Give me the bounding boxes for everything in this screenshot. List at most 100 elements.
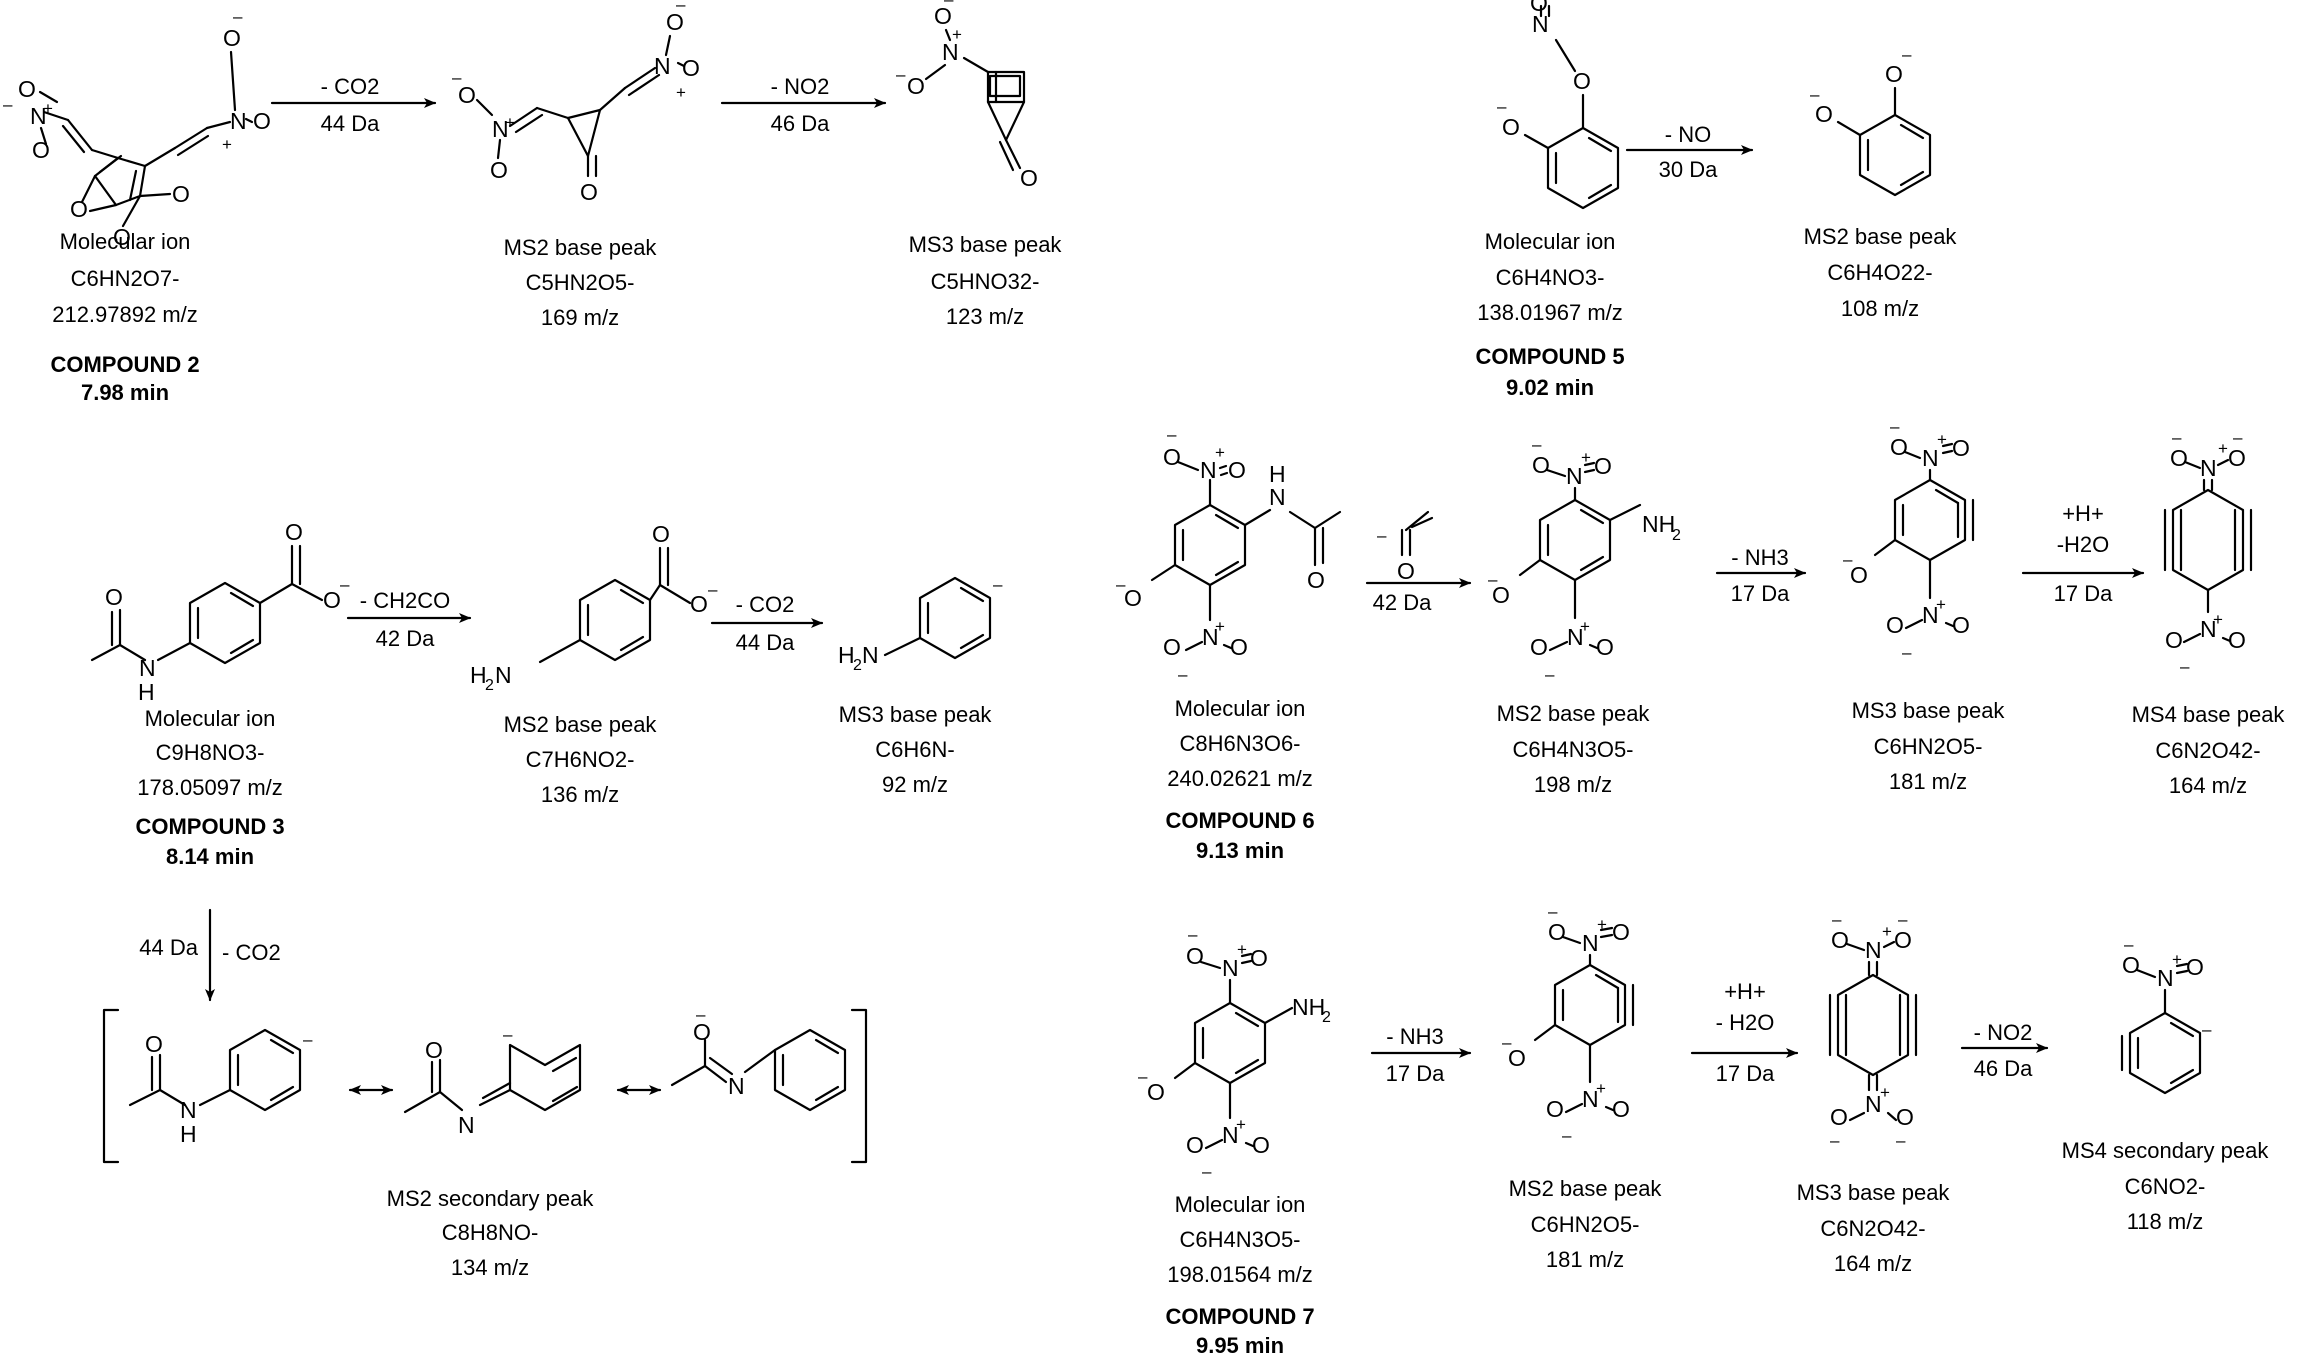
svg-text:O: O xyxy=(1124,585,1142,611)
compound7-loss1-da: 17 Da xyxy=(1386,1061,1445,1086)
compound5-ms2-mz: 108 m/z xyxy=(1841,296,1919,321)
svg-text:+: + xyxy=(676,83,686,102)
svg-text:–: – xyxy=(1898,910,1908,929)
svg-text:O: O xyxy=(666,9,684,35)
svg-text:+: + xyxy=(1581,448,1591,467)
compound7-ms2-formula: C6HN2O5- xyxy=(1531,1212,1640,1237)
compound2-loss1-da: 44 Da xyxy=(321,111,380,136)
svg-text:O: O xyxy=(682,55,700,81)
svg-text:N: N xyxy=(1202,624,1219,650)
svg-text:–: – xyxy=(1548,902,1558,921)
svg-text:O: O xyxy=(1502,114,1520,140)
svg-text:O: O xyxy=(2228,445,2246,471)
svg-text:2: 2 xyxy=(853,657,862,674)
compound7-loss3-formula: - NO2 xyxy=(1974,1020,2033,1045)
svg-text:N: N xyxy=(180,1097,197,1123)
compound2-ms2-structure xyxy=(508,66,661,178)
svg-text:O: O xyxy=(1594,453,1612,479)
svg-text:+: + xyxy=(1882,922,1892,941)
svg-text:N: N xyxy=(1269,484,1286,510)
svg-text:O: O xyxy=(145,1031,163,1057)
svg-text:+: + xyxy=(1937,430,1947,449)
compound7-ms3-structure xyxy=(1828,960,1918,1092)
svg-text:N: N xyxy=(942,39,959,65)
compound6-ms4-structure xyxy=(2163,478,2253,614)
svg-text:+: + xyxy=(952,25,962,44)
svg-text:O: O xyxy=(1546,1096,1564,1122)
svg-text:–: – xyxy=(993,575,1003,594)
svg-text:+: + xyxy=(1597,915,1607,934)
resonance-bracket-left xyxy=(102,1008,120,1164)
compound6-ketene-oxygen: O xyxy=(1397,558,1415,584)
svg-text:O: O xyxy=(934,3,952,29)
svg-text:N: N xyxy=(1222,955,1239,981)
svg-text:N: N xyxy=(1582,930,1599,956)
compound6-ms3-mz: 181 m/z xyxy=(1889,769,1967,794)
svg-text:+: + xyxy=(505,113,515,132)
svg-text:O: O xyxy=(1307,567,1325,593)
svg-text:N: N xyxy=(862,642,879,668)
compound6-ms3-label: MS3 base peak xyxy=(1852,698,2006,723)
compound6-ms3-formula: C6HN2O5- xyxy=(1874,734,1983,759)
compound6-ms2-structure xyxy=(1518,486,1642,620)
compound5-molecular-ion-label: Molecular ion xyxy=(1485,229,1616,254)
svg-text:–: – xyxy=(676,0,686,14)
compound7-retention-time: 9.95 min xyxy=(1196,1333,1284,1358)
compound3-ms3-structure xyxy=(883,576,992,660)
compound7-ms3-mz: 164 m/z xyxy=(1834,1251,1912,1276)
svg-text:–: – xyxy=(2172,428,2182,447)
svg-text:N: N xyxy=(1865,1091,1882,1117)
compound2-ms2-label: MS2 base peak xyxy=(504,235,658,260)
svg-text:N: N xyxy=(728,1073,745,1099)
svg-text:+: + xyxy=(43,99,53,118)
svg-text:–: – xyxy=(1545,665,1555,684)
compound5-name: COMPOUND 5 xyxy=(1475,344,1624,369)
svg-text:O: O xyxy=(1230,634,1248,660)
svg-text:O: O xyxy=(70,196,88,222)
svg-text:O: O xyxy=(113,224,131,250)
svg-text:N: N xyxy=(1582,1086,1599,1112)
svg-text:+: + xyxy=(2172,950,2182,969)
svg-text:N: N xyxy=(495,662,512,688)
svg-text:+: + xyxy=(222,135,232,154)
svg-text:–: – xyxy=(696,1005,706,1024)
svg-text:N: N xyxy=(139,655,156,681)
compound3-loss2-formula: - CO2 xyxy=(736,592,795,617)
svg-text:O: O xyxy=(652,521,670,547)
compound7-name: COMPOUND 7 xyxy=(1165,1304,1314,1329)
svg-text:N: N xyxy=(1566,463,1583,489)
compound2-molecular-ion-atoms: O O O O – N + O N + O O – xyxy=(3,7,271,250)
compound6-ms3-atoms: N + O – O O – N + O O – xyxy=(1843,417,1970,662)
svg-text:–: – xyxy=(1532,435,1542,454)
compound3-ms2-secondary-label: MS2 secondary peak xyxy=(387,1186,595,1211)
svg-text:O: O xyxy=(172,181,190,207)
compound3-ms2-secondary-mz: 134 m/z xyxy=(451,1255,529,1280)
compound6-ms4-formula: C6N2O42- xyxy=(2155,738,2260,763)
svg-text:O: O xyxy=(2122,952,2140,978)
compound7-molecular-ion-formula: C6H4N3O5- xyxy=(1179,1227,1300,1252)
svg-text:+: + xyxy=(1237,940,1247,959)
compound7-ms4-atoms: N + O – O – xyxy=(2122,935,2212,1039)
svg-text:N: N xyxy=(654,53,671,79)
svg-text:–: – xyxy=(2180,657,2190,676)
svg-text:N: N xyxy=(30,103,47,129)
svg-text:O: O xyxy=(1896,1104,1914,1130)
compound6-ms2-formula: C6H4N3O5- xyxy=(1512,737,1633,762)
compound3-loss3-da: 44 Da xyxy=(139,935,198,960)
compound3-molecular-ion-structure xyxy=(90,544,324,665)
svg-text:–: – xyxy=(896,65,906,84)
svg-text:–: – xyxy=(1832,910,1842,929)
compound6-ms4-atoms: N + O – O – N + O O – xyxy=(2165,428,2246,676)
compound7-molecular-ion-mz: 198.01564 m/z xyxy=(1167,1262,1313,1287)
svg-text:N: N xyxy=(1922,445,1939,471)
compound3-ms2-formula: C7H6NO2- xyxy=(526,747,635,772)
svg-text:O: O xyxy=(105,584,123,610)
svg-text:O: O xyxy=(425,1037,443,1063)
compound7-ms3-formula: C6N2O42- xyxy=(1820,1216,1925,1241)
svg-text:O: O xyxy=(223,25,241,51)
compound7-loss2-line2: - H2O xyxy=(1716,1010,1775,1035)
svg-text:N: N xyxy=(1922,602,1939,628)
compound2-ms2-atoms: O – N + O N + O O – O xyxy=(452,0,700,205)
svg-text:+: + xyxy=(1215,617,1225,636)
compound6-ketene-loss-structure xyxy=(1400,510,1434,557)
